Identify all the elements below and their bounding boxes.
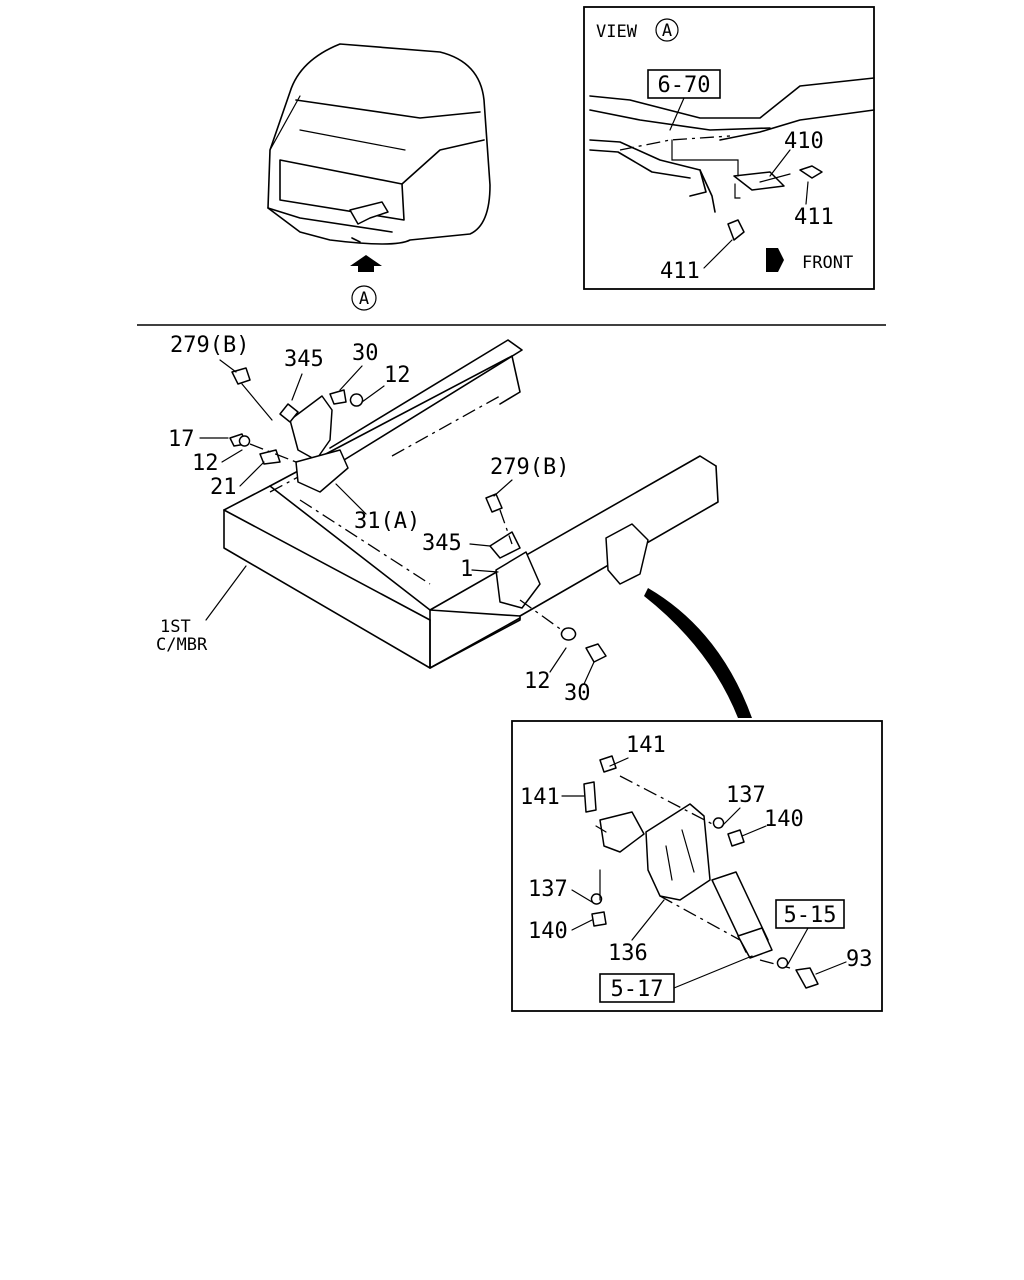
view-a-frame — [583, 6, 875, 290]
ref-box-5-15 — [775, 899, 845, 929]
callout-137-left: 137 — [528, 877, 568, 902]
view-a-panel: VIEW A 6-70 410 411 411 FRONT — [583, 6, 875, 290]
callout-411-bottom: 411 — [660, 259, 700, 284]
callout-137-right: 137 — [726, 783, 766, 808]
view-a-letter: A — [359, 289, 369, 309]
frame-rails — [223, 339, 719, 669]
callout-12-mid: 12 — [192, 451, 219, 476]
ref-5-15-label: 5-15 — [784, 903, 837, 928]
callout-93: 93 — [846, 947, 873, 972]
crossmember-line2: C/MBR — [156, 635, 208, 655]
callout-140-left: 140 — [528, 919, 568, 944]
callout-141-left: 141 — [520, 785, 560, 810]
detail-pointer-arrow — [644, 588, 752, 718]
callout-410: 410 — [784, 129, 824, 154]
callout-345-mid: 345 — [422, 531, 462, 556]
callout-141-top: 141 — [626, 733, 666, 758]
callout-30-bottom: 30 — [564, 681, 591, 706]
ref-box-5-17 — [599, 973, 675, 1003]
middle-bracket-assembly — [485, 493, 649, 663]
ref-5-17-label: 5-17 — [611, 977, 664, 1002]
upper-bracket-assembly — [229, 367, 364, 493]
detail-panel — [511, 720, 883, 1012]
crossmember-line1: 1ST — [160, 617, 191, 637]
ref-6-70-label: 6-70 — [658, 73, 711, 98]
cab-illustration — [267, 43, 491, 245]
detail-frame — [511, 720, 883, 1012]
callout-140-right: 140 — [764, 807, 804, 832]
detail-callouts: 141 141 137 140 137 140 136 5-15 93 5-17 — [520, 733, 873, 1003]
callout-345-top: 345 — [284, 347, 324, 372]
view-title-letter: A — [662, 21, 672, 41]
callout-21: 21 — [210, 475, 237, 500]
callout-12-bottom: 12 — [524, 669, 551, 694]
callout-12-top: 12 — [384, 363, 411, 388]
view-a-marker: A — [351, 285, 377, 311]
view-title-circle — [655, 18, 679, 42]
callout-279b-top: 279(B) — [170, 333, 249, 358]
callout-1: 1 — [460, 557, 473, 582]
front-arrow-icon — [766, 248, 784, 272]
callout-30-top: 30 — [352, 341, 379, 366]
view-title: VIEW — [596, 22, 638, 42]
view-arrow-up-icon — [350, 255, 382, 272]
main-callouts: 279(B) 345 30 12 17 12 21 31(A) 279(B) 3… — [156, 333, 595, 706]
ref-box-6-70 — [647, 69, 721, 99]
callout-17: 17 — [168, 427, 195, 452]
callout-279b-mid: 279(B) — [490, 455, 569, 480]
callout-411-right: 411 — [794, 205, 834, 230]
front-label: FRONT — [802, 253, 853, 273]
callout-136: 136 — [608, 941, 648, 966]
